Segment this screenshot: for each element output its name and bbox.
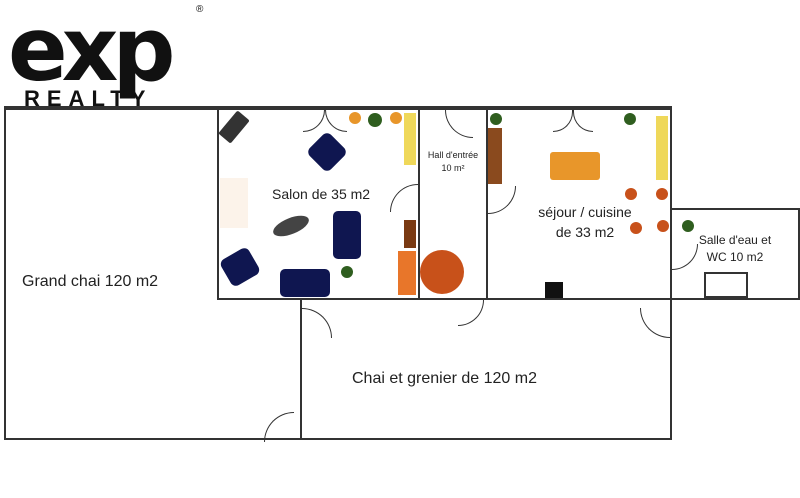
stool-icon: [657, 220, 669, 232]
plant-icon: [368, 113, 382, 127]
stool-icon: [656, 188, 668, 200]
cabinet-icon: [488, 128, 502, 184]
stool-icon: [630, 222, 642, 234]
round-table-icon: [420, 250, 464, 294]
plant-icon: [682, 220, 694, 232]
stove-icon: [545, 282, 563, 298]
chair-icon: [349, 112, 361, 124]
plant-icon: [624, 113, 636, 125]
exp-logo: exp: [8, 0, 175, 101]
plant-icon: [341, 266, 353, 278]
room-label-sejour-line1: séjour / cuisine: [538, 204, 632, 220]
sofa-icon: [280, 269, 330, 297]
cabinet-icon: [404, 220, 416, 248]
desk-icon: [398, 251, 416, 295]
chair-icon: [390, 112, 402, 124]
room-label-grand-chai: Grand chai 120 m2: [22, 273, 159, 290]
bathtub-icon: [704, 272, 748, 298]
rug-icon: [220, 178, 248, 228]
room-chai-grenier: [300, 296, 672, 440]
room-label-hall-line1: Hall d'entrée: [427, 150, 479, 160]
shelf-icon: [656, 116, 668, 180]
room-label-salle-eau-line1: Salle d'eau et: [698, 233, 772, 247]
stool-icon: [625, 188, 637, 200]
room-label-sejour-line2: de 33 m2: [555, 224, 615, 240]
sofa-icon: [333, 211, 361, 259]
plant-icon: [490, 113, 502, 125]
room-label-salon: Salon de 35 m2: [272, 186, 371, 202]
top-wall: [4, 106, 672, 108]
registered-mark: ®: [196, 4, 204, 15]
room-label-salle-eau-line2: WC 10 m2: [706, 250, 764, 264]
room-sejour: [486, 108, 672, 300]
shelf-icon: [404, 113, 416, 165]
room-label-hall-line2: 10 m²: [441, 163, 465, 173]
dining-table-icon: [550, 152, 600, 180]
room-label-chai-grenier: Chai et grenier de 120 m2: [352, 370, 537, 387]
